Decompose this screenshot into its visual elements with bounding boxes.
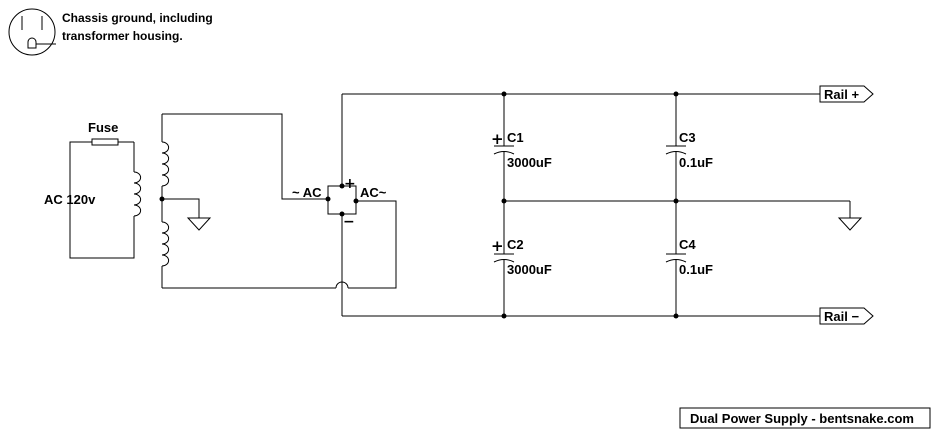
fuse-symbol — [91, 138, 119, 146]
rail-negative-label: Rail − — [824, 309, 859, 324]
rail-positive-label: Rail + — [824, 87, 859, 102]
c3-ref: C3 — [679, 130, 696, 145]
ac-input-circuit — [69, 138, 142, 259]
bridge-ac-right-label: AC~ — [360, 185, 387, 200]
c1-value: 3000uF — [507, 155, 552, 170]
bridge-rectifier — [327, 94, 357, 316]
rail-negative-flag — [819, 307, 874, 325]
bridge-plus-label: + — [344, 176, 356, 192]
primary-coil — [133, 171, 142, 217]
capacitor-c3 — [665, 94, 687, 201]
c1-polarity: + — [491, 130, 504, 148]
c4-ref: C4 — [679, 237, 696, 252]
source-label: AC 120v — [44, 192, 96, 207]
capacitor-c1 — [493, 94, 515, 201]
transformer-secondary — [161, 113, 397, 289]
ground-icon — [186, 217, 212, 231]
legend-line-1: Chassis ground, including — [62, 11, 213, 25]
c2-polarity: + — [491, 237, 504, 255]
bridge-ac-left-label: ~ AC — [292, 185, 322, 200]
fuse-label: Fuse — [88, 120, 118, 135]
legend-line-2: transformer housing. — [62, 29, 183, 43]
junction-dots — [159, 91, 679, 319]
rails — [342, 85, 874, 325]
c2-value: 3000uF — [507, 262, 552, 277]
footer-frame — [679, 407, 931, 429]
capacitor-c4 — [665, 201, 687, 316]
c1-ref: C1 — [507, 130, 524, 145]
c3-value: 0.1uF — [679, 155, 713, 170]
c2-ref: C2 — [507, 237, 524, 252]
footer-caption: Dual Power Supply - bentsnake.com — [690, 411, 914, 426]
capacitor-c2 — [493, 201, 515, 316]
bridge-minus-label: − — [343, 214, 355, 230]
rail-positive-flag — [819, 85, 874, 103]
c4-value: 0.1uF — [679, 262, 713, 277]
output-ground-icon — [837, 217, 863, 231]
outlet-ground-icon — [8, 8, 56, 56]
